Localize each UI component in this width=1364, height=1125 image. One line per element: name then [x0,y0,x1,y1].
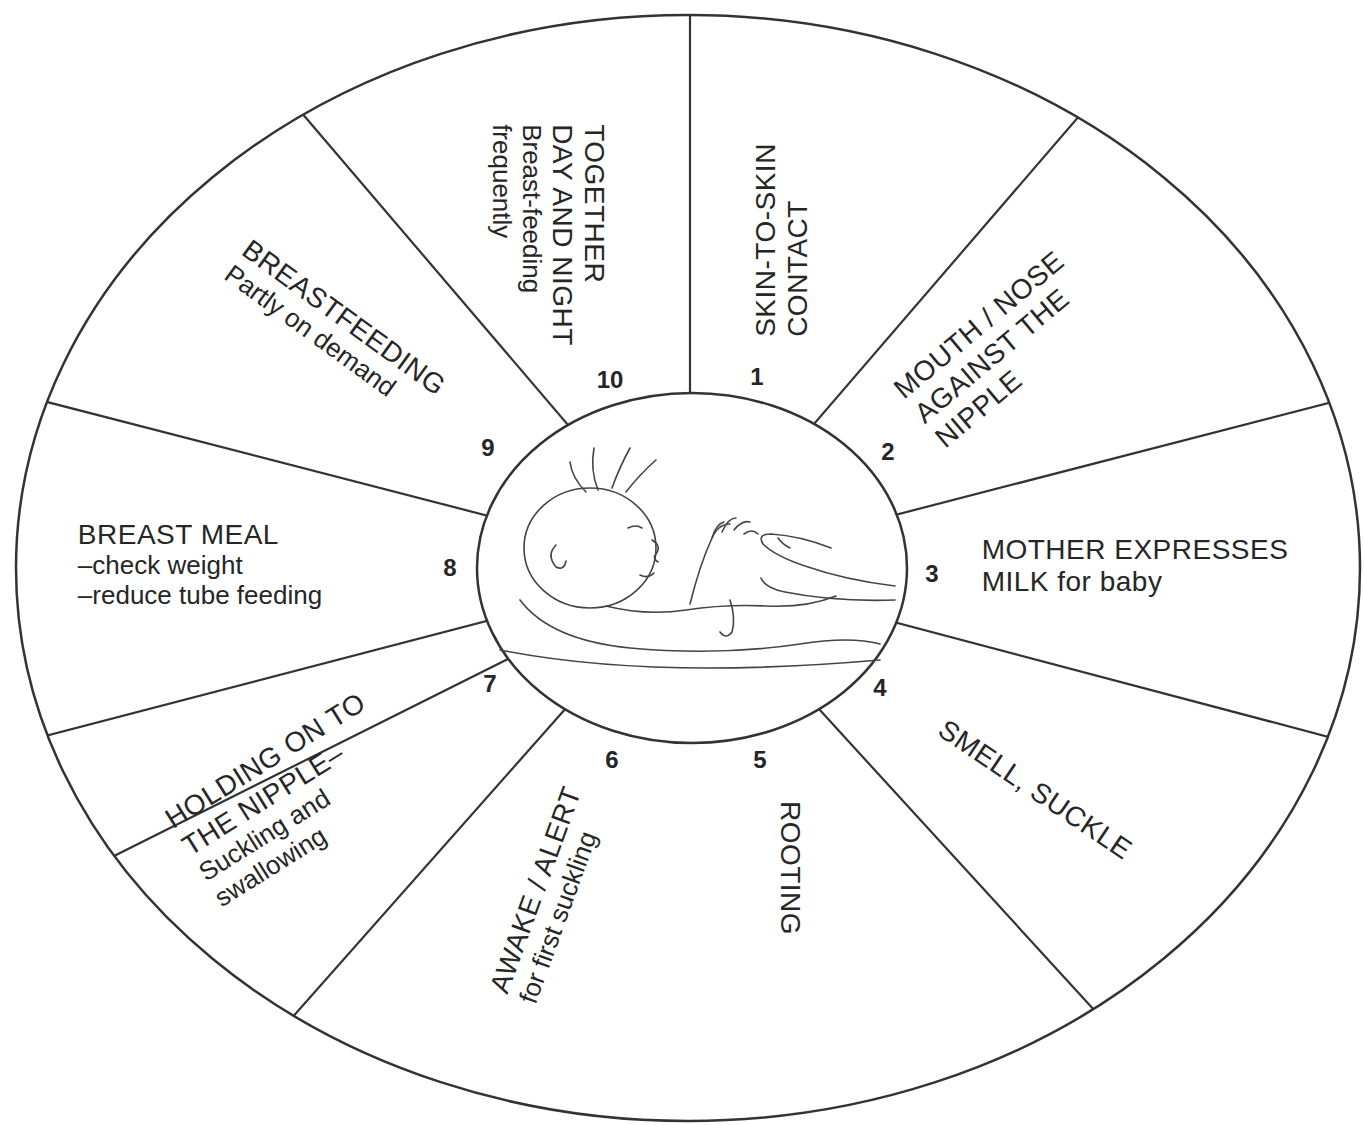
baby-arm [690,524,730,604]
wheel-sector: 8BREAST MEAL–check weight–reduce tube fe… [78,519,323,611]
callout-number: 4 [873,676,886,700]
sector-heading: MOUTH / NOSE AGAINST THE NIPPLE [888,245,1112,455]
sector-text: BREASTFEEDINGPartly on demand [218,233,451,426]
sector-heading: TOGETHER DAY AND NIGHT [546,124,610,346]
baby-eye [628,526,642,528]
outer-wheel [16,15,1360,1121]
sector-text: MOUTH / NOSE AGAINST THE NIPPLE [888,245,1112,455]
baby-sock [720,600,734,636]
callout-number: 3 [925,562,938,586]
mother-finger [761,534,895,586]
hub-circle [477,393,907,743]
sector-heading: MOTHER EXPRESSES MILK for baby [982,534,1289,598]
wheel-sector: 10TOGETHER DAY AND NIGHTBreast-feeding f… [437,173,659,298]
wheel-sector: 5ROOTING [723,852,858,885]
wheel-sector: 9BREASTFEEDINGPartly on demand [214,299,457,362]
baby-head [524,488,656,608]
wheel-sector: 1SKIN-TO-SKIN CONTACT [685,208,879,273]
baby-hair [570,448,656,492]
sector-note: –reduce tube feeding [78,581,322,611]
wheel-sector: 6AWAKE / ALERTfor first suckling [441,864,659,927]
mother-nail [778,538,790,548]
callout-number: 2 [881,440,894,464]
baby-illustration [500,448,895,668]
wheel-sector: 7HOLDING ON TO THE NIPPLE–Suckling and s… [175,738,405,863]
sector-text: AWAKE / ALERTfor first suckling [484,782,617,1007]
sector-text: BREAST MEAL–check weight–reduce tube fee… [78,519,322,611]
callout-number: 10 [597,368,624,392]
callout-number: 6 [605,748,618,772]
wheel-sector: 3MOTHER EXPRESSES MILK for baby [982,534,1289,599]
callout-number: 7 [483,672,496,696]
sector-heading: SMELL, SUCKLE [932,713,1137,866]
baby-nose [652,540,658,562]
callout-number: 9 [481,436,494,460]
blanket-line [500,650,880,668]
callout-number: 8 [443,556,456,580]
callout-number: 5 [753,748,766,772]
wheel-sector: 4SMELL, SUCKLE [922,774,1148,807]
sector-note: Breast-feeding frequently [486,124,546,346]
sector-heading: ROOTING [774,801,806,935]
baby-ear [551,545,566,568]
sector-text: TOGETHER DAY AND NIGHTBreast-feeding fre… [486,124,610,346]
sector-note: –check weight [78,551,322,581]
sector-text: SMELL, SUCKLE [932,713,1137,866]
sector-text: ROOTING [774,801,806,935]
mother-hand [761,578,895,600]
sector-text: SKIN-TO-SKIN CONTACT [750,143,814,337]
baby-fingers [712,518,758,538]
baby-mouth [640,573,654,577]
sector-text: HOLDING ON TO THE NIPPLE–Suckling and sw… [160,687,420,914]
sector-heading: BREAST MEAL [78,519,322,551]
sector-heading: SKIN-TO-SKIN CONTACT [750,143,814,337]
sector-text: MOTHER EXPRESSES MILK for baby [982,534,1289,598]
callout-number: 1 [750,365,763,389]
baby-shoulder [606,596,836,612]
blanket-line [520,600,880,651]
wheel-sector: 2MOUTH / NOSE AGAINST THE NIPPLE [894,302,1106,399]
